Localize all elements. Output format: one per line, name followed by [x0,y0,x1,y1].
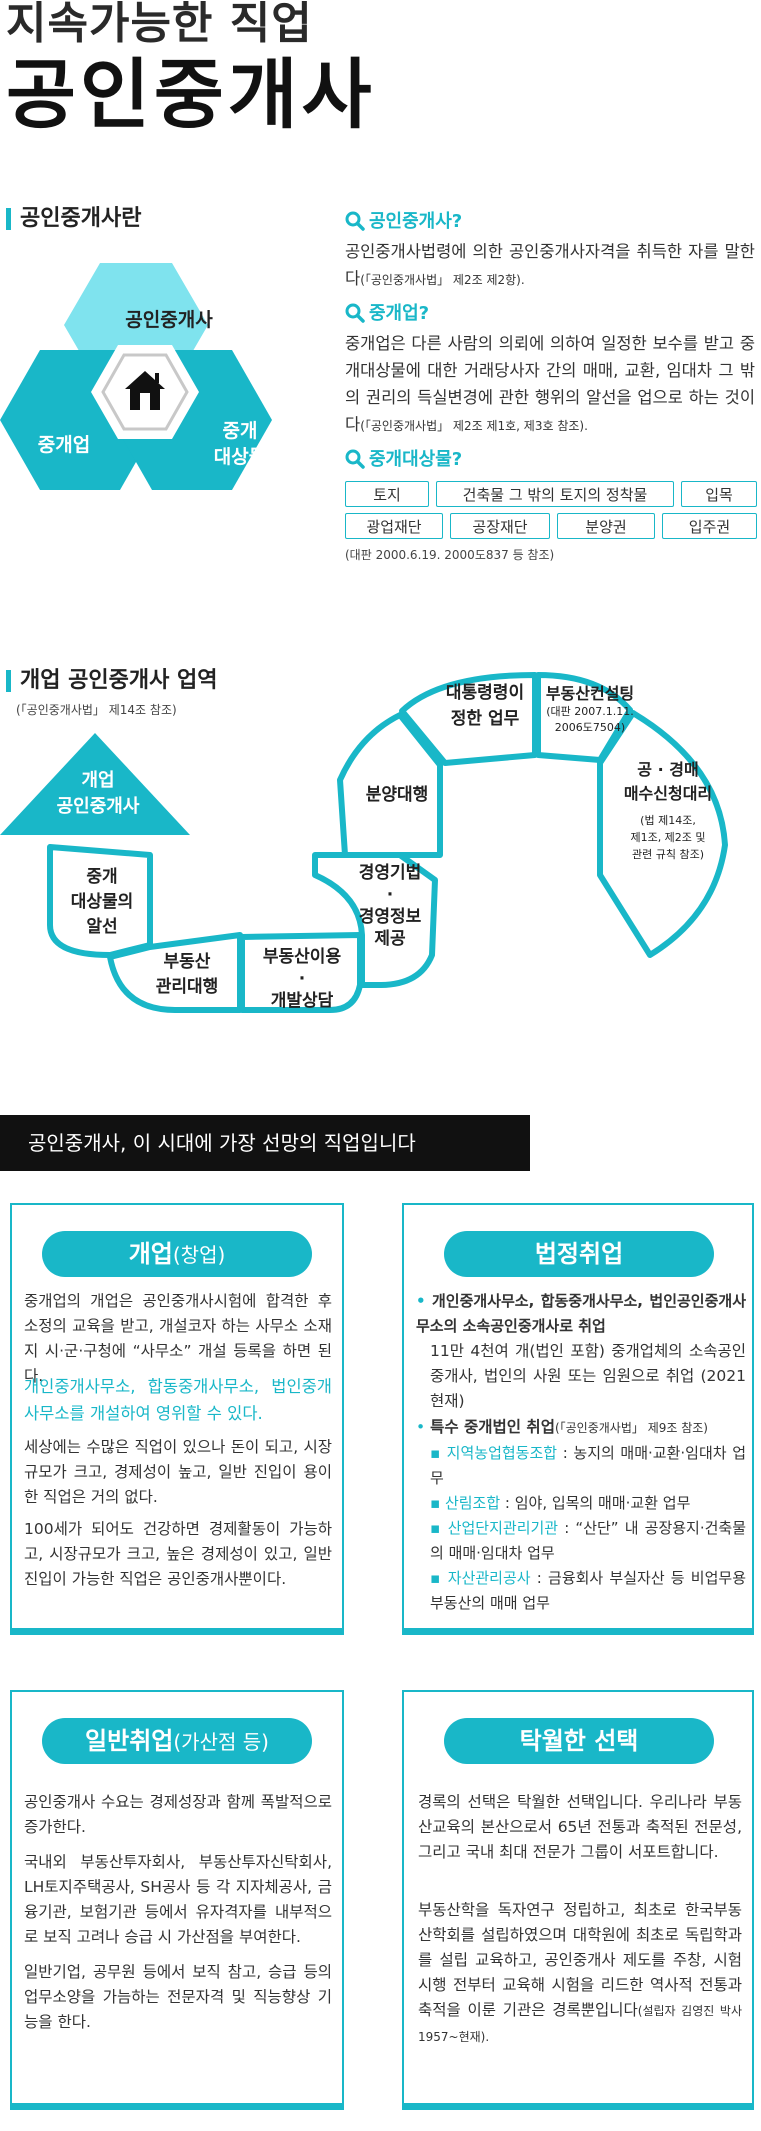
step-5-segment [337,712,443,858]
card-startup-title: 개업(창업) [42,1231,312,1277]
step-3-label: 부동산이용·개발상담 [262,947,342,1011]
card-startup-p3: 세상에는 수많은 직업이 있으나 돈이 되고, 시장규모가 크고, 경제성이 높… [24,1438,332,1506]
card-legal-b1-head: • 개인중개사무소, 합동중개사무소, 법인공인중개사무소의 소속공인중개사로 … [416,1292,746,1335]
title-line-1: 지속가능한 직업 [6,0,313,49]
card-general-title: 일반취업(가산점 등) [42,1718,312,1764]
q3-note: (대판 2000.6.19. 2000도837 등 참조) [345,548,555,562]
property-box: 토지 [345,481,429,507]
card-legal-item: ▪ 지역농업협동조합 : 농지의 매매·교환·임대차 업무 [430,1444,746,1487]
section2-ref: (「공인중개사법」 제14조 참조) [16,703,177,717]
card-general-p1: 공인중개사 수요는 경제성장과 함께 폭발적으로 증가한다. [24,1793,332,1836]
step-8-segment [597,710,728,958]
property-box: 입주권 [662,513,757,539]
card-legal-b1-body: 11만 4천여 개(법인 포함) 중개업체의 소속공인중개사, 법인의 사원 또… [430,1342,746,1410]
search-icon [345,449,365,469]
q3-heading: 중개대상물? [345,448,462,472]
start-triangle [0,733,190,835]
property-box: 입목 [681,481,757,507]
card-legal-employment: 법정취업 • 개인중개사무소, 합동중개사무소, 법인공인중개사무소의 소속공인… [402,1203,754,1635]
realtor-hex-diagram [0,263,272,490]
card-choice-p1: 경록의 선택은 탁월한 선택입니다. 우리나라 부동산교육의 본산으로서 65년… [418,1793,742,1861]
card-general-employment: 일반취업(가산점 등) 공인중개사 수요는 경제성장과 함께 폭발적으로 증가한… [10,1690,344,2110]
card-general-p2: 국내외 부동산투자회사, 부동산투자신탁회사, LH토지주택공사, SH공사 등… [24,1853,332,1946]
house-icon [125,371,165,410]
hex-label-top: 공인중개사 [125,309,213,331]
step-4-segment [312,852,438,988]
card-legal-item: ▪ 산업단지관리기관 : “산단” 내 공장용지·건축물의 매매·임대차 업무 [430,1519,747,1562]
step-7-segment [535,672,633,763]
section-bar [6,208,11,230]
property-box: 건축물 그 밖의 토지의 정착물 [436,481,674,507]
section2-heading: 개업 공인중개사 업역 [20,668,218,693]
card-startup: 개업(창업) 중개업의 개업은 공인중개사시험에 합격한 후 소정의 교육을 받… [10,1203,344,1635]
property-box: 광업재단 [345,513,443,539]
hex-label-left: 중개업 [37,434,91,456]
search-icon [345,303,365,323]
property-box: 분양권 [557,513,655,539]
q2-body: 중개업은 다른 사람의 의뢰에 의하여 일정한 보수를 받고 중개대상물에 대한… [345,334,755,434]
card-legal-item: ▪ 자산관리공사 : 금융회사 부실자산 등 비업무용 부동산의 매매 업무 [430,1569,746,1612]
card-legal-b2-head: • 특수 중개법인 취업(「공인중개사법」 제9조 참조) [416,1418,708,1436]
title-line-2: 공인중개사 [6,50,376,139]
property-box: 공장재단 [450,513,550,539]
card-legal-title: 법정취업 [444,1231,714,1277]
card-startup-p1: 중개업의 개업은 공인중개사시험에 합격한 후 소정의 교육을 받고, 개설코자… [24,1292,332,1385]
card-choice-p2: 부동산학을 독자연구 정립하고, 최초로 한국부동산학회를 설립하였으며 대학원… [418,1901,742,2044]
q2-heading: 중개업? [345,302,429,326]
business-scope-diagram [0,672,728,1013]
card-general-p3: 일반기업, 공무원 등에서 보직 참고, 승급 등의 업무소양을 가늠하는 전문… [24,1963,332,2031]
card-startup-p4: 100세가 되어도 건강하면 경제활동이 가능하고, 시장규모가 크고, 높은 … [24,1520,332,1588]
section-bar [6,670,11,692]
search-icon [345,211,365,231]
hex-center-ring [101,353,189,431]
card-choice-title: 탁월한 선택 [444,1718,714,1764]
q1-body: 공인중개사법령에 의한 공인중개사자격을 취득한 자를 말한다(「공인중개사법」… [345,242,755,288]
card-legal-item: ▪ 산림조합 : 임야, 입목의 매매·교환 업무 [430,1494,691,1512]
q1-heading: 공인중개사? [345,210,462,234]
slogan-banner: 공인중개사, 이 시대에 가장 선망의 직업입니다 [0,1115,530,1171]
step-7-label: 부동산컨설팅(대판 2007.1.11.2006도7504) [545,684,635,734]
card-startup-highlight: 개인중개사무소, 합동중개사무소, 법인중개사무소를 개설하여 영위할 수 있다… [24,1377,332,1423]
section1-heading: 공인중개사란 [20,206,142,231]
step-5-label: 분양대행 [365,785,429,805]
card-excellent-choice: 탁월한 선택 경록의 선택은 탁월한 선택입니다. 우리나라 부동산교육의 본산… [402,1690,754,2110]
